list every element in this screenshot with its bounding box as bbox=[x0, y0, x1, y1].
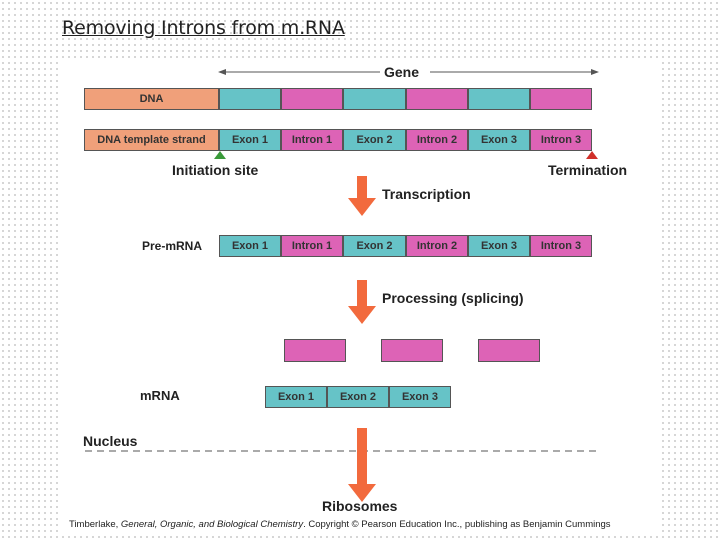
processing-arrow-shaft bbox=[357, 280, 367, 306]
ribosomes-label: Ribosomes bbox=[322, 498, 398, 514]
excised-intron bbox=[478, 339, 540, 362]
gene-block bbox=[406, 88, 468, 110]
initiation-marker-icon bbox=[214, 151, 226, 159]
termination-marker-icon bbox=[586, 151, 598, 159]
template-segment: Exon 2 bbox=[343, 129, 406, 151]
gene-block bbox=[281, 88, 343, 110]
termination-label: Termination bbox=[548, 162, 628, 178]
gene-span-arrow bbox=[218, 69, 599, 75]
processing-arrow-head bbox=[348, 306, 376, 324]
initiation-site-label: Initiation site bbox=[172, 162, 259, 178]
dna-label: DNA bbox=[139, 93, 164, 105]
mrna-label: mRNA bbox=[140, 388, 180, 403]
gene-block bbox=[530, 88, 592, 110]
export-arrow-head bbox=[348, 484, 376, 502]
dna-segment: DNA bbox=[84, 88, 219, 110]
excised-intron bbox=[381, 339, 443, 362]
gene-label: Gene bbox=[384, 64, 420, 80]
premrna-segment: Intron 2 bbox=[406, 235, 468, 257]
template-segment: Intron 2 bbox=[406, 129, 468, 151]
transcription-label: Transcription bbox=[382, 186, 471, 202]
slide-title: Removing Introns from m.RNA bbox=[62, 17, 345, 39]
gene-block bbox=[219, 88, 281, 110]
template-strand-label-box: DNA template strand bbox=[84, 129, 219, 151]
premrna-segment: Intron 3 bbox=[530, 235, 592, 257]
template-strand-label: DNA template strand bbox=[97, 134, 206, 146]
mrna-segment: Exon 1 bbox=[265, 386, 327, 408]
premrna-segment: Intron 1 bbox=[281, 235, 343, 257]
premrna-segment: Exon 3 bbox=[468, 235, 530, 257]
template-segment: Intron 1 bbox=[281, 129, 343, 151]
excised-intron bbox=[284, 339, 346, 362]
premrna-label: Pre-mRNA bbox=[142, 239, 203, 253]
nucleus-label: Nucleus bbox=[83, 433, 138, 449]
gene-block bbox=[343, 88, 406, 110]
template-segment: Intron 3 bbox=[530, 129, 592, 151]
diagram-figure: Gene DNA DNA template strand Exon 1 Intr… bbox=[58, 58, 660, 536]
nuclear-membrane-line bbox=[85, 450, 596, 452]
template-segment: Exon 3 bbox=[468, 129, 530, 151]
premrna-segment: Exon 2 bbox=[343, 235, 406, 257]
copyright-credit: Timberlake, General, Organic, and Biolog… bbox=[69, 519, 611, 530]
export-arrow-shaft bbox=[357, 428, 367, 486]
transcription-arrow-head bbox=[348, 198, 376, 216]
transcription-arrow-shaft bbox=[357, 176, 367, 198]
mrna-segment: Exon 2 bbox=[327, 386, 389, 408]
template-segment: Exon 1 bbox=[219, 129, 281, 151]
mrna-segment: Exon 3 bbox=[389, 386, 451, 408]
premrna-segment: Exon 1 bbox=[219, 235, 281, 257]
processing-label: Processing (splicing) bbox=[382, 290, 524, 306]
gene-block bbox=[468, 88, 530, 110]
